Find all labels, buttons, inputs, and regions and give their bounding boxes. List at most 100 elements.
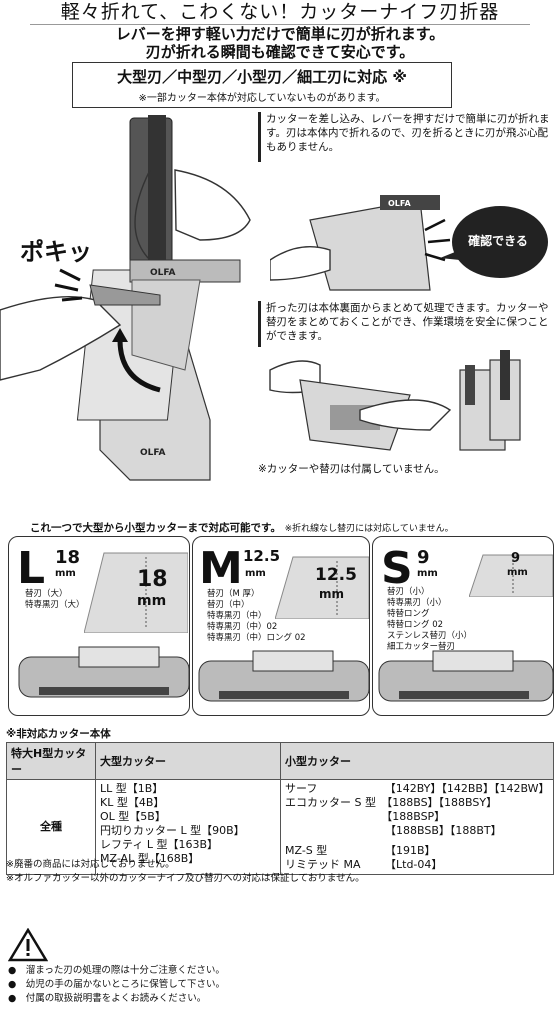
- size-item: 特替ロング 02: [387, 620, 444, 630]
- blade-L-unit: mm: [137, 593, 167, 609]
- size-item: 特替ロング: [387, 609, 430, 619]
- breaker-illustration: OLFA OLFA: [0, 115, 251, 481]
- press-arrow-icon: [117, 339, 161, 393]
- list-item: LL 型【1B】: [100, 782, 164, 795]
- list-item: 円切りカッター L 型【90B】: [100, 824, 245, 837]
- note1-text: カッターを差し込み、レバーを押すだけで簡単に刃が折れます。刃は本体内で折れるので…: [266, 113, 550, 153]
- size-item: 替刃（大）: [25, 589, 68, 599]
- size-items-L: 替刃（大） 特専黒刃（大）: [25, 589, 85, 611]
- list-item: OL 型【5B】: [100, 810, 166, 823]
- compat-sub: ※一部カッター本体が対応していないものがあります。: [138, 93, 386, 104]
- list-item: KL 型【4B】: [100, 796, 165, 809]
- table-row: 全種 LL 型【1B】 KL 型【4B】 OL 型【5B】 円切りカッター L …: [6, 779, 554, 875]
- table-header-row: 特大H型カッター 大型カッター 小型カッター: [6, 742, 554, 780]
- table-title: ※非対応カッター本体: [6, 728, 111, 740]
- svg-text:OLFA: OLFA: [150, 268, 176, 278]
- size-num-S: 9: [417, 547, 430, 568]
- blade-S-icon: [469, 554, 553, 597]
- size-unit-S: mm: [417, 568, 438, 579]
- size-num-M: 12.5: [243, 547, 281, 565]
- note2-bar: [258, 301, 261, 347]
- list-item: リミテッド MA: [285, 858, 361, 871]
- confirm-illustration: OLFA: [270, 195, 548, 291]
- table-cell-small: サーフ【142BY】【142BB】【142BW】 エコカッター S 型【188B…: [280, 779, 554, 875]
- table-cell-large: LL 型【1B】 KL 型【4B】 OL 型【5B】 円切りカッター L 型【9…: [95, 779, 281, 875]
- list-item: エコカッター S 型: [285, 796, 376, 809]
- size-unit-M: mm: [245, 568, 266, 579]
- size-letter-M: M: [199, 543, 243, 594]
- blade-M-label: 12.5: [315, 565, 357, 585]
- storage-illustration: [269, 350, 521, 451]
- blade-S-unit: mm: [507, 567, 528, 578]
- warning-item: ● 幼児の手の届かないところに保管して下さい。: [8, 979, 226, 990]
- list-item-code: 【Ltd-04】: [385, 858, 443, 871]
- warning-item: ● 溜まった刃の処理の際は十分ご注意ください。: [8, 965, 225, 976]
- list-item: MZ-AL 型【168B】: [100, 852, 200, 865]
- title-underline: [30, 24, 530, 25]
- size-item: 特専黒刃（大）: [25, 600, 85, 610]
- hand-lever-icon: [0, 296, 122, 381]
- size-item: 特専黒刃（中）ロング 02: [207, 633, 306, 643]
- size-num-L: 18: [55, 547, 81, 568]
- table-cell-all: 全種: [6, 779, 96, 875]
- size-unit-L: mm: [55, 568, 76, 579]
- size-card-S: S 9 mm 替刃（小） 特専黒刃（小） 特替ロング 特替ロング 02 ステンレ…: [372, 536, 554, 716]
- blade-L-icon: [84, 552, 188, 633]
- footnote: ※オルファカッター以外のカッターナイフ及び替刃への対応は保証しておりません。: [6, 873, 365, 884]
- pokitto-label: ポキッ: [20, 238, 92, 266]
- compat-main: 大型刃／中型刃／小型刃／細工刃に対応 ※: [117, 68, 407, 86]
- list-item: サーフ: [285, 782, 318, 795]
- warning-item: ● 付属の取扱説明書をよくお読みください。: [8, 993, 207, 1004]
- size-letter-L: L: [17, 543, 46, 594]
- footnotes: ※廃番の商品には対応しておりません。 ※オルファカッター以外のカッターナイフ及び…: [6, 858, 365, 886]
- size-item: 特専黒刃（小）: [387, 598, 447, 608]
- blade-M-unit: mm: [319, 587, 345, 601]
- blade-M-icon: [275, 556, 369, 619]
- footnote: ※廃番の商品には対応しておりません。: [6, 859, 175, 870]
- size-item: 特専黒刃（中）: [207, 611, 267, 621]
- list-item-code: 【142BY】【142BB】【142BW】: [384, 782, 550, 795]
- blade-S-label: 9: [511, 551, 521, 566]
- device-L-icon: [18, 646, 189, 698]
- list-item-code: 【188BSB】【188BT】: [385, 824, 502, 837]
- size-letter-S: S: [381, 543, 413, 594]
- warnings: ● 溜まった刃の処理の際は十分ご注意ください。 ● 幼児の手の届かないところに保…: [8, 964, 225, 1006]
- list-item-code: 【188BS】【188BSY】【188BSP】: [381, 796, 498, 823]
- blade-L-label: 18: [137, 567, 168, 592]
- size-items-M: 替刃（M 厚） 替刃（中） 特専黒刃（中） 特専黒刃（中）02 特専黒刃（中）ロ…: [207, 589, 306, 644]
- hand-icon: [270, 245, 331, 281]
- hand-top-icon: [174, 169, 251, 241]
- svg-text:OLFA: OLFA: [140, 448, 166, 458]
- list-item: [285, 824, 385, 838]
- sizes-caption: これ一つで大型から小型カッターまで対応可能です。 ※折れ線なし替刃には対応してい…: [30, 520, 454, 535]
- size-item: 特専黒刃（中）02: [207, 622, 278, 632]
- confirm-bubble-label: 確認できる: [468, 234, 528, 248]
- size-item: 替刃（中）: [207, 600, 250, 610]
- lead-line-2: 刃が折れる瞬間も確認できて安心です。: [145, 43, 415, 61]
- size-item: 替刃（M 厚）: [207, 589, 260, 599]
- compat-box: 大型刃／中型刃／小型刃／細工刃に対応 ※ ※一部カッター本体が対応していないもの…: [72, 62, 452, 108]
- note3-text: ※カッターや替刃は付属していません。: [258, 463, 445, 475]
- size-card-M: M 12.5 mm 替刃（M 厚） 替刃（中） 特専黒刃（中） 特専黒刃（中）0…: [192, 536, 370, 716]
- table-header: 特大H型カッター: [6, 742, 96, 780]
- size-item: 替刃（小）: [387, 587, 430, 597]
- note2-text: 折った刃は本体裏面からまとめて処理できます。カッターや替刃をまとめておくことがで…: [266, 302, 549, 342]
- confirm-bubble-icon: [452, 206, 548, 278]
- size-item: ステンレス替刃（小）: [387, 631, 473, 641]
- unsupported-table: 特大H型カッター 大型カッター 小型カッター 全種 LL 型【1B】 KL 型【…: [6, 742, 554, 875]
- page-title: 軽々折れて、こわくない！カッターナイフ刃折器: [60, 1, 500, 23]
- table-header: 大型カッター: [95, 742, 281, 780]
- warning-icon: [8, 928, 48, 962]
- size-item: 細工カッター替刃: [387, 642, 456, 652]
- svg-text:OLFA: OLFA: [388, 199, 411, 208]
- sizes-caption-note: ※折れ線なし替刃には対応していません。: [284, 524, 454, 534]
- list-item: レフティ L 型【163B】: [100, 838, 219, 851]
- sizes-caption-main: これ一つで大型から小型カッターまで対応可能です。: [30, 522, 281, 534]
- size-card-L: L 18 mm 替刃（大） 特専黒刃（大） 18 mm: [8, 536, 190, 716]
- device-M-icon: [198, 650, 369, 702]
- list-item: MZ-S 型: [285, 844, 328, 857]
- device-S-icon: [378, 650, 553, 702]
- size-items-S: 替刃（小） 特専黒刃（小） 特替ロング 特替ロング 02 ステンレス替刃（小） …: [387, 587, 472, 653]
- note1-bar: [258, 112, 261, 162]
- lead-line-1: レバーを押す軽い力だけで簡単に刃が折れます。: [115, 25, 445, 43]
